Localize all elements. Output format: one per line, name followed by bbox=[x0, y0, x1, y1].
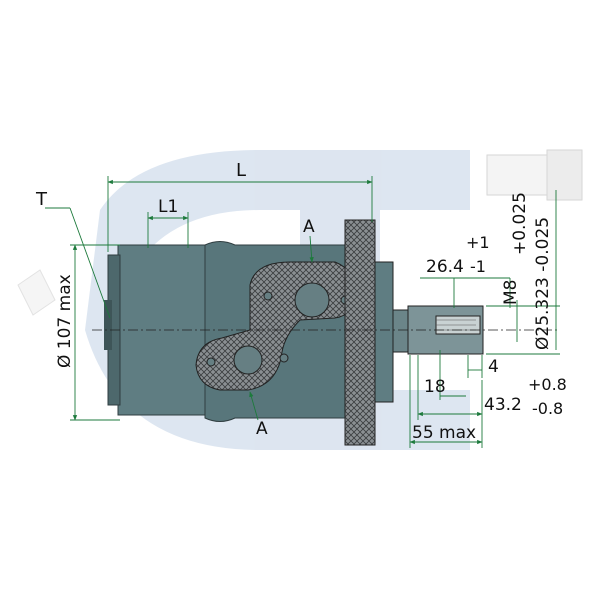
label-a-top: A bbox=[303, 217, 315, 237]
label-43-2-minus: -0.8 bbox=[532, 399, 563, 418]
label-dia-25: Ø25.323 -0.025 bbox=[533, 217, 553, 350]
label-l: L bbox=[236, 160, 246, 181]
port-plate bbox=[195, 261, 356, 391]
label-4: 4 bbox=[488, 357, 499, 377]
connector-fitting-graphic bbox=[486, 149, 583, 201]
dimension-lines bbox=[45, 176, 560, 448]
label-43-2: 43.2 bbox=[484, 395, 522, 415]
label-18: 18 bbox=[424, 377, 446, 397]
label-m8: M8 bbox=[501, 280, 521, 305]
label-26-4: 26.4 bbox=[426, 257, 464, 277]
label-t: T bbox=[35, 189, 48, 210]
label-a-bottom: A bbox=[256, 419, 268, 439]
mounting-flange bbox=[344, 219, 394, 446]
label-43-2-plus: +0.8 bbox=[528, 375, 567, 394]
label-26-4-plus: +1 bbox=[466, 233, 490, 252]
label-tol-upper: +0.025 bbox=[510, 192, 530, 255]
small-fitting-graphic bbox=[17, 269, 56, 316]
label-l1: L1 bbox=[158, 197, 178, 217]
label-26-4-minus: -1 bbox=[470, 257, 486, 276]
label-55-max: 55 max bbox=[412, 423, 476, 443]
dimension-labels: T L L1 A A Ø 107 max 26.4 +1 -1 M8 +0.02… bbox=[35, 160, 567, 443]
label-dia-107: Ø 107 max bbox=[55, 274, 75, 368]
